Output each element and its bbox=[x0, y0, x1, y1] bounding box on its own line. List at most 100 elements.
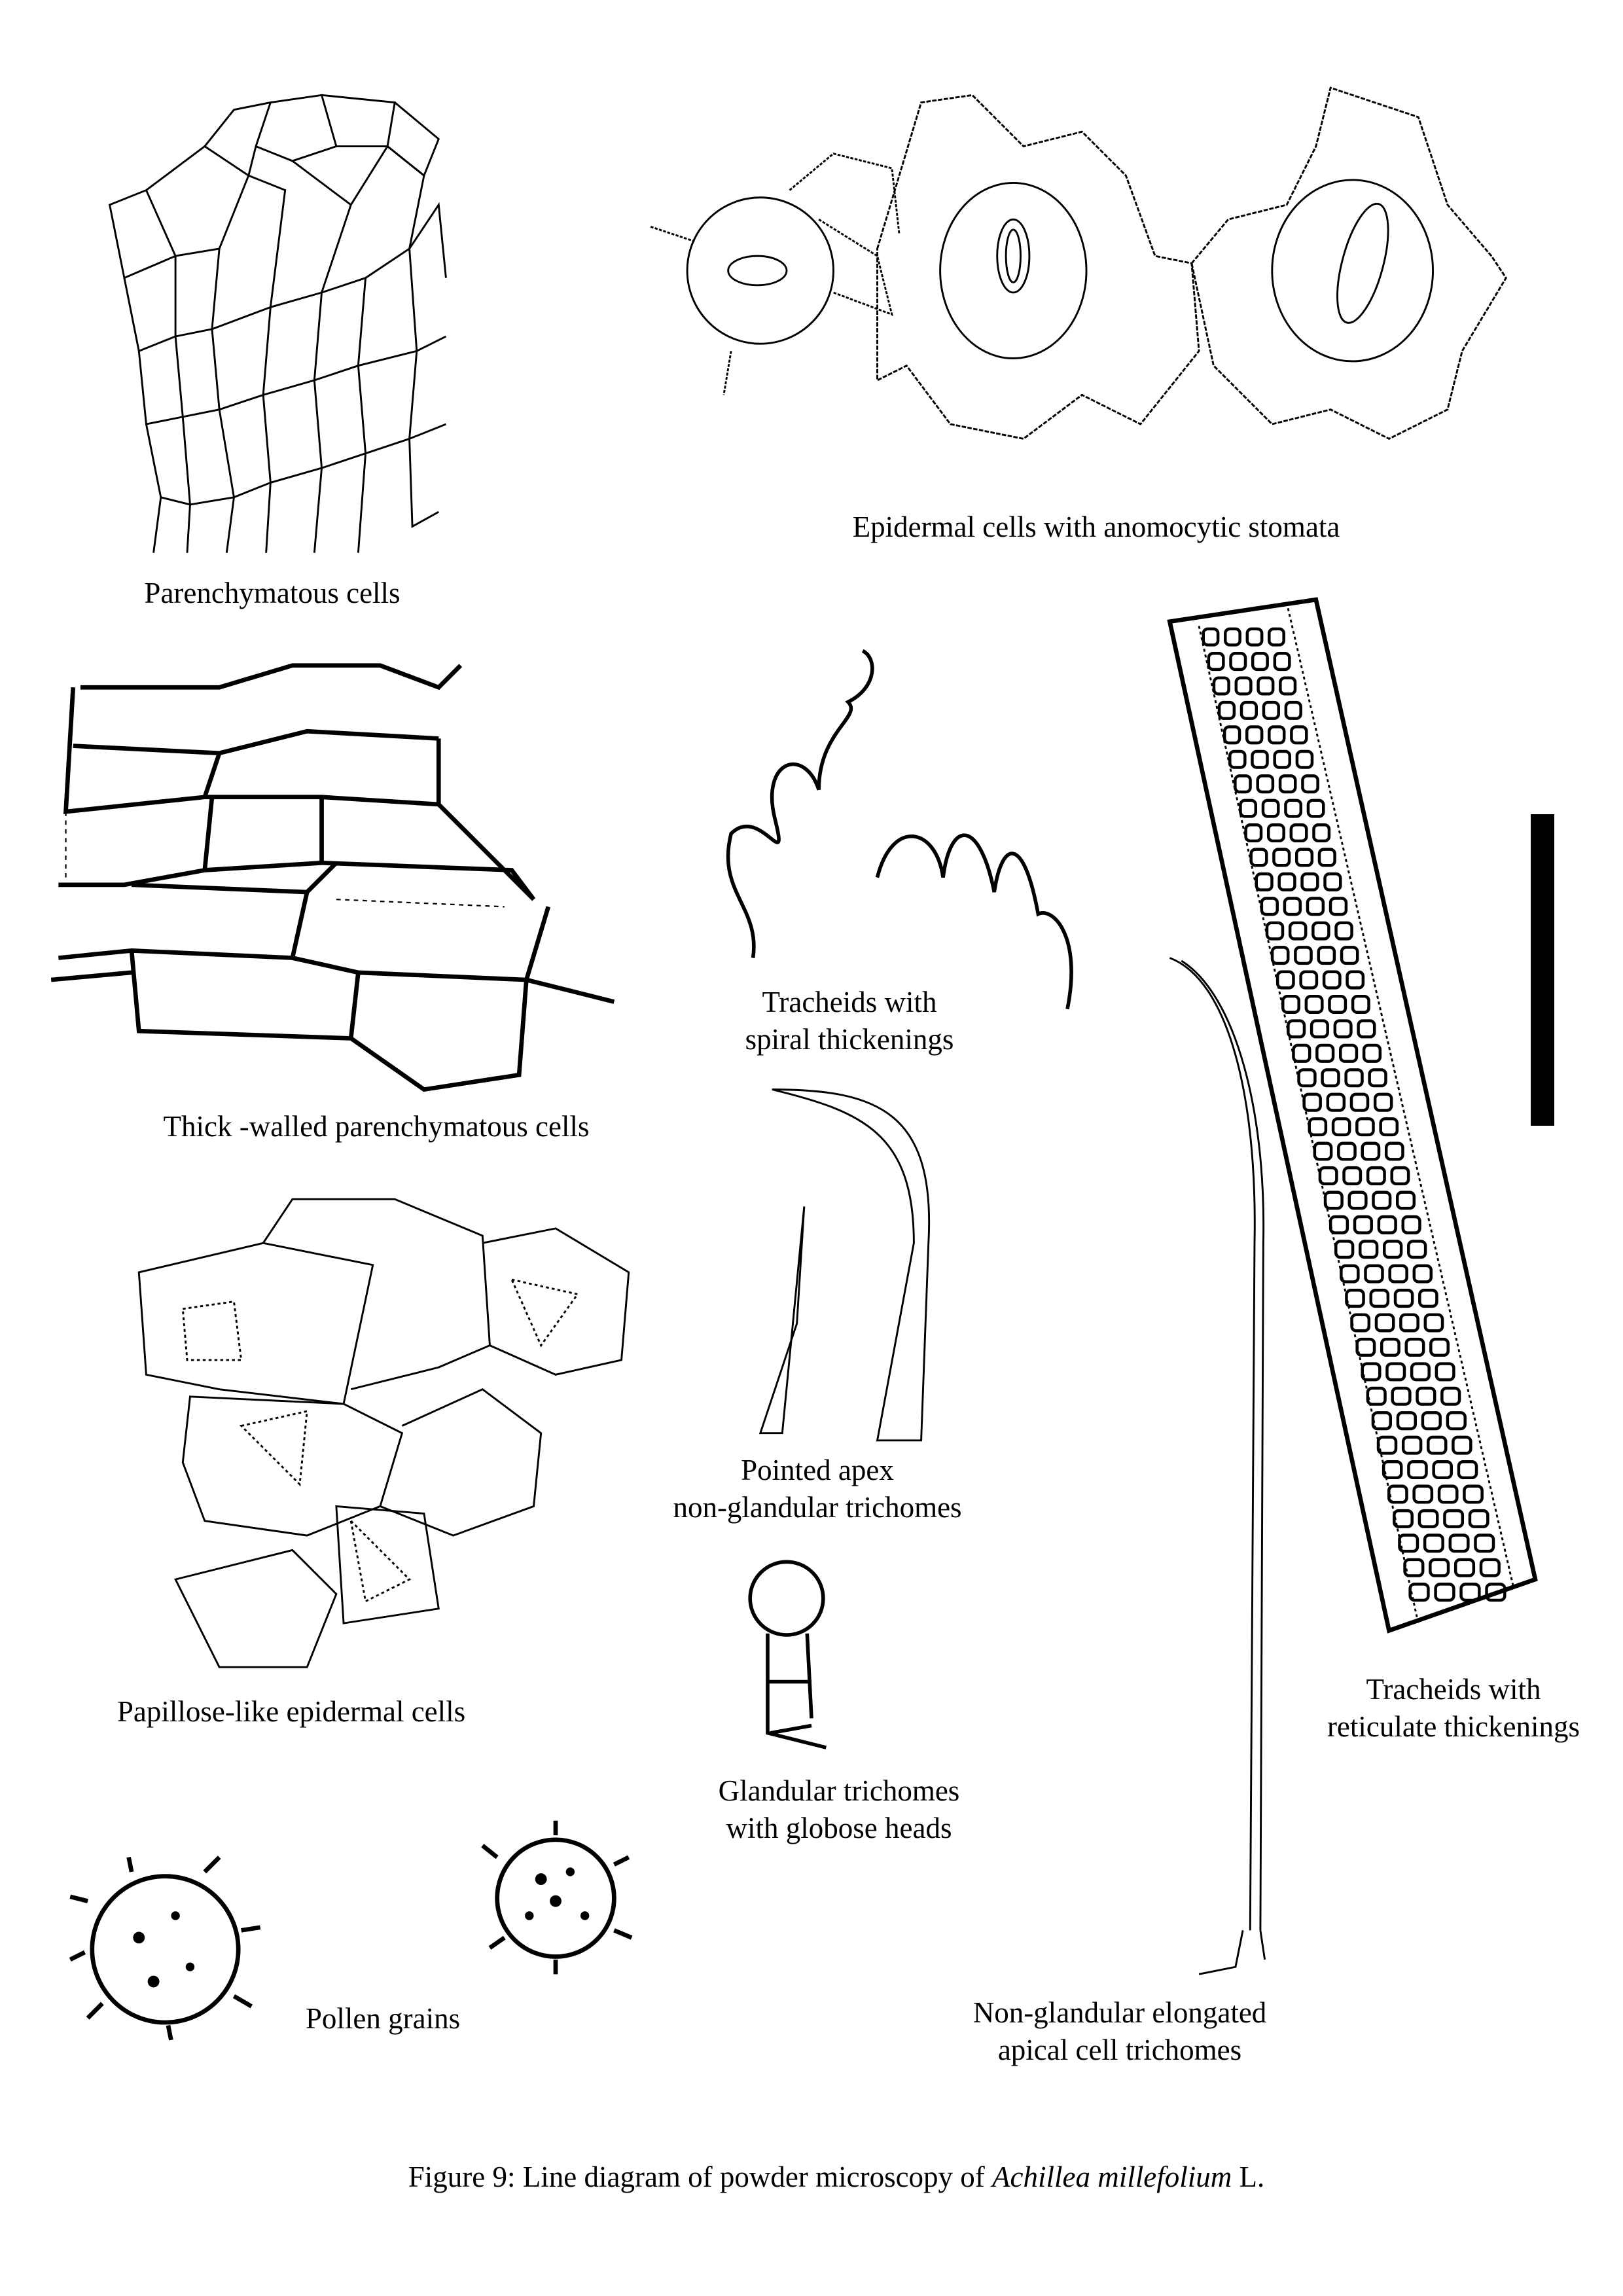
caption-suffix: L. bbox=[1232, 2161, 1265, 2193]
reticulate-cell bbox=[1244, 823, 1263, 843]
reticulate-cell bbox=[1380, 1337, 1400, 1357]
reticulate-cell bbox=[1385, 1362, 1406, 1382]
reticulate-cell bbox=[1432, 1460, 1453, 1480]
label-line-1: Pointed apex bbox=[741, 1454, 894, 1486]
reticulate-cell bbox=[1318, 1166, 1338, 1185]
reticulate-cell bbox=[1245, 725, 1264, 745]
reticulate-cell bbox=[1317, 848, 1336, 867]
reticulate-cell bbox=[1328, 994, 1347, 1014]
label-epidermal-cells: Epidermal cells with anomocytic stomata bbox=[852, 511, 1340, 543]
reticulate-cell bbox=[1403, 1558, 1425, 1577]
reticulate-cell bbox=[1287, 1019, 1306, 1039]
reticulate-cell bbox=[1407, 1460, 1428, 1480]
reticulate-cell bbox=[1222, 725, 1241, 745]
reticulate-cell bbox=[1361, 1141, 1381, 1161]
reticulate-cell bbox=[1272, 848, 1291, 867]
reticulate-cell bbox=[1440, 1386, 1461, 1406]
label-parenchymatous-cells: Parenchymatous cells bbox=[144, 577, 401, 609]
reticulate-cell bbox=[1310, 1019, 1329, 1039]
label-line-2: non-glandular trichomes bbox=[673, 1491, 962, 1524]
label-papillose-cells: Papillose-like epidermal cells bbox=[116, 1695, 466, 1728]
reticulate-cell bbox=[1329, 1215, 1349, 1234]
reticulate-cell bbox=[1396, 1411, 1417, 1431]
reticulate-cell bbox=[1463, 1484, 1484, 1504]
parenchymatous-cells-drawing bbox=[108, 94, 447, 553]
reticulate-cell bbox=[1454, 1558, 1476, 1577]
reticulate-cell bbox=[1407, 1240, 1427, 1259]
reticulate-cell bbox=[1398, 1534, 1419, 1553]
reticulate-cell bbox=[1366, 1166, 1386, 1185]
reticulate-cell bbox=[1395, 1191, 1416, 1210]
reticulate-cell bbox=[1240, 700, 1258, 720]
reticulate-cell bbox=[1423, 1534, 1444, 1553]
reticulate-cell bbox=[1382, 1460, 1403, 1480]
reticulate-cell bbox=[1435, 1362, 1455, 1382]
label-line-2: spiral thickenings bbox=[745, 1023, 954, 1056]
reticulate-cell bbox=[1311, 921, 1330, 941]
reticulate-cell bbox=[1323, 872, 1342, 891]
label-pollen-grains: Pollen grains bbox=[305, 2002, 461, 2035]
reticulate-cell bbox=[1288, 921, 1308, 941]
papillose-cells-drawing bbox=[137, 1198, 630, 1668]
reticulate-cell bbox=[1474, 1534, 1495, 1553]
label-line-2: reticulate thickenings bbox=[1327, 1710, 1580, 1743]
reticulate-cell bbox=[1393, 1509, 1414, 1528]
reticulate-cell bbox=[1359, 1240, 1379, 1259]
scale-bar bbox=[1531, 814, 1554, 1126]
reticulate-cell bbox=[1306, 798, 1325, 818]
label-pointed-apex-trichomes: Pointed apex non-glandular trichomes bbox=[673, 1452, 961, 1526]
reticulate-cell bbox=[1295, 749, 1314, 769]
reticulate-cell bbox=[1408, 1583, 1430, 1602]
reticulate-cell bbox=[1270, 946, 1290, 965]
reticulate-cell bbox=[1207, 652, 1225, 672]
elongated-trichome-drawing bbox=[1169, 957, 1266, 1975]
reticulate-cell bbox=[1256, 774, 1275, 794]
figure-caption: Figure 9: Line diagram of powder microsc… bbox=[408, 2160, 1264, 2194]
reticulate-cell bbox=[1479, 1558, 1501, 1577]
reticulate-cell bbox=[1459, 1583, 1481, 1602]
reticulate-cell bbox=[1313, 1141, 1333, 1161]
reticulate-cell bbox=[1299, 970, 1319, 990]
reticulate-cell bbox=[1372, 1191, 1392, 1210]
reticulate-cell bbox=[1373, 1092, 1393, 1112]
label-line-2: with globose heads bbox=[726, 1812, 952, 1844]
reticulate-cell bbox=[1308, 1117, 1328, 1137]
reticulate-cell bbox=[1283, 897, 1302, 916]
reticulate-cell bbox=[1302, 1092, 1322, 1112]
reticulate-cell bbox=[1284, 700, 1302, 720]
reticulate-cell bbox=[1437, 1484, 1459, 1504]
reticulate-cell bbox=[1297, 1068, 1317, 1088]
reticulate-cell bbox=[1366, 1386, 1387, 1406]
reticulate-cell bbox=[1355, 1337, 1376, 1357]
reticulate-cell bbox=[1333, 1019, 1353, 1039]
reticulate-cell bbox=[1249, 848, 1268, 867]
reticulate-cell bbox=[1357, 1019, 1376, 1039]
reticulate-cell bbox=[1251, 749, 1269, 769]
reticulate-cell bbox=[1268, 725, 1286, 745]
reticulate-cell bbox=[1340, 1264, 1360, 1283]
label-line-1: Tracheids with bbox=[762, 986, 937, 1018]
reticulate-cell bbox=[1279, 676, 1297, 696]
reticulate-cell bbox=[1301, 774, 1319, 794]
reticulate-cell bbox=[1388, 1264, 1408, 1283]
reticulate-cell bbox=[1304, 994, 1324, 1014]
reticulate-cell bbox=[1418, 1509, 1439, 1528]
reticulate-cell bbox=[1277, 872, 1296, 891]
reticulate-cell bbox=[1273, 749, 1291, 769]
reticulate-cell bbox=[1410, 1362, 1431, 1382]
reticulate-cell bbox=[1229, 652, 1247, 672]
reticulate-cell bbox=[1251, 652, 1269, 672]
reticulate-cell bbox=[1300, 872, 1319, 891]
reticulate-cell bbox=[1369, 1289, 1390, 1308]
reticulate-tracheid-drawing bbox=[1167, 597, 1538, 1634]
reticulate-cell bbox=[1321, 1068, 1340, 1088]
reticulate-cell bbox=[1268, 627, 1285, 647]
reticulate-cell bbox=[1457, 1460, 1478, 1480]
reticulate-cell bbox=[1262, 700, 1280, 720]
reticulate-cell bbox=[1443, 1509, 1465, 1528]
label-line-1: Glandular trichomes bbox=[718, 1774, 960, 1807]
reticulate-cell bbox=[1345, 1289, 1365, 1308]
label-line-1: Tracheids with bbox=[1366, 1673, 1541, 1706]
